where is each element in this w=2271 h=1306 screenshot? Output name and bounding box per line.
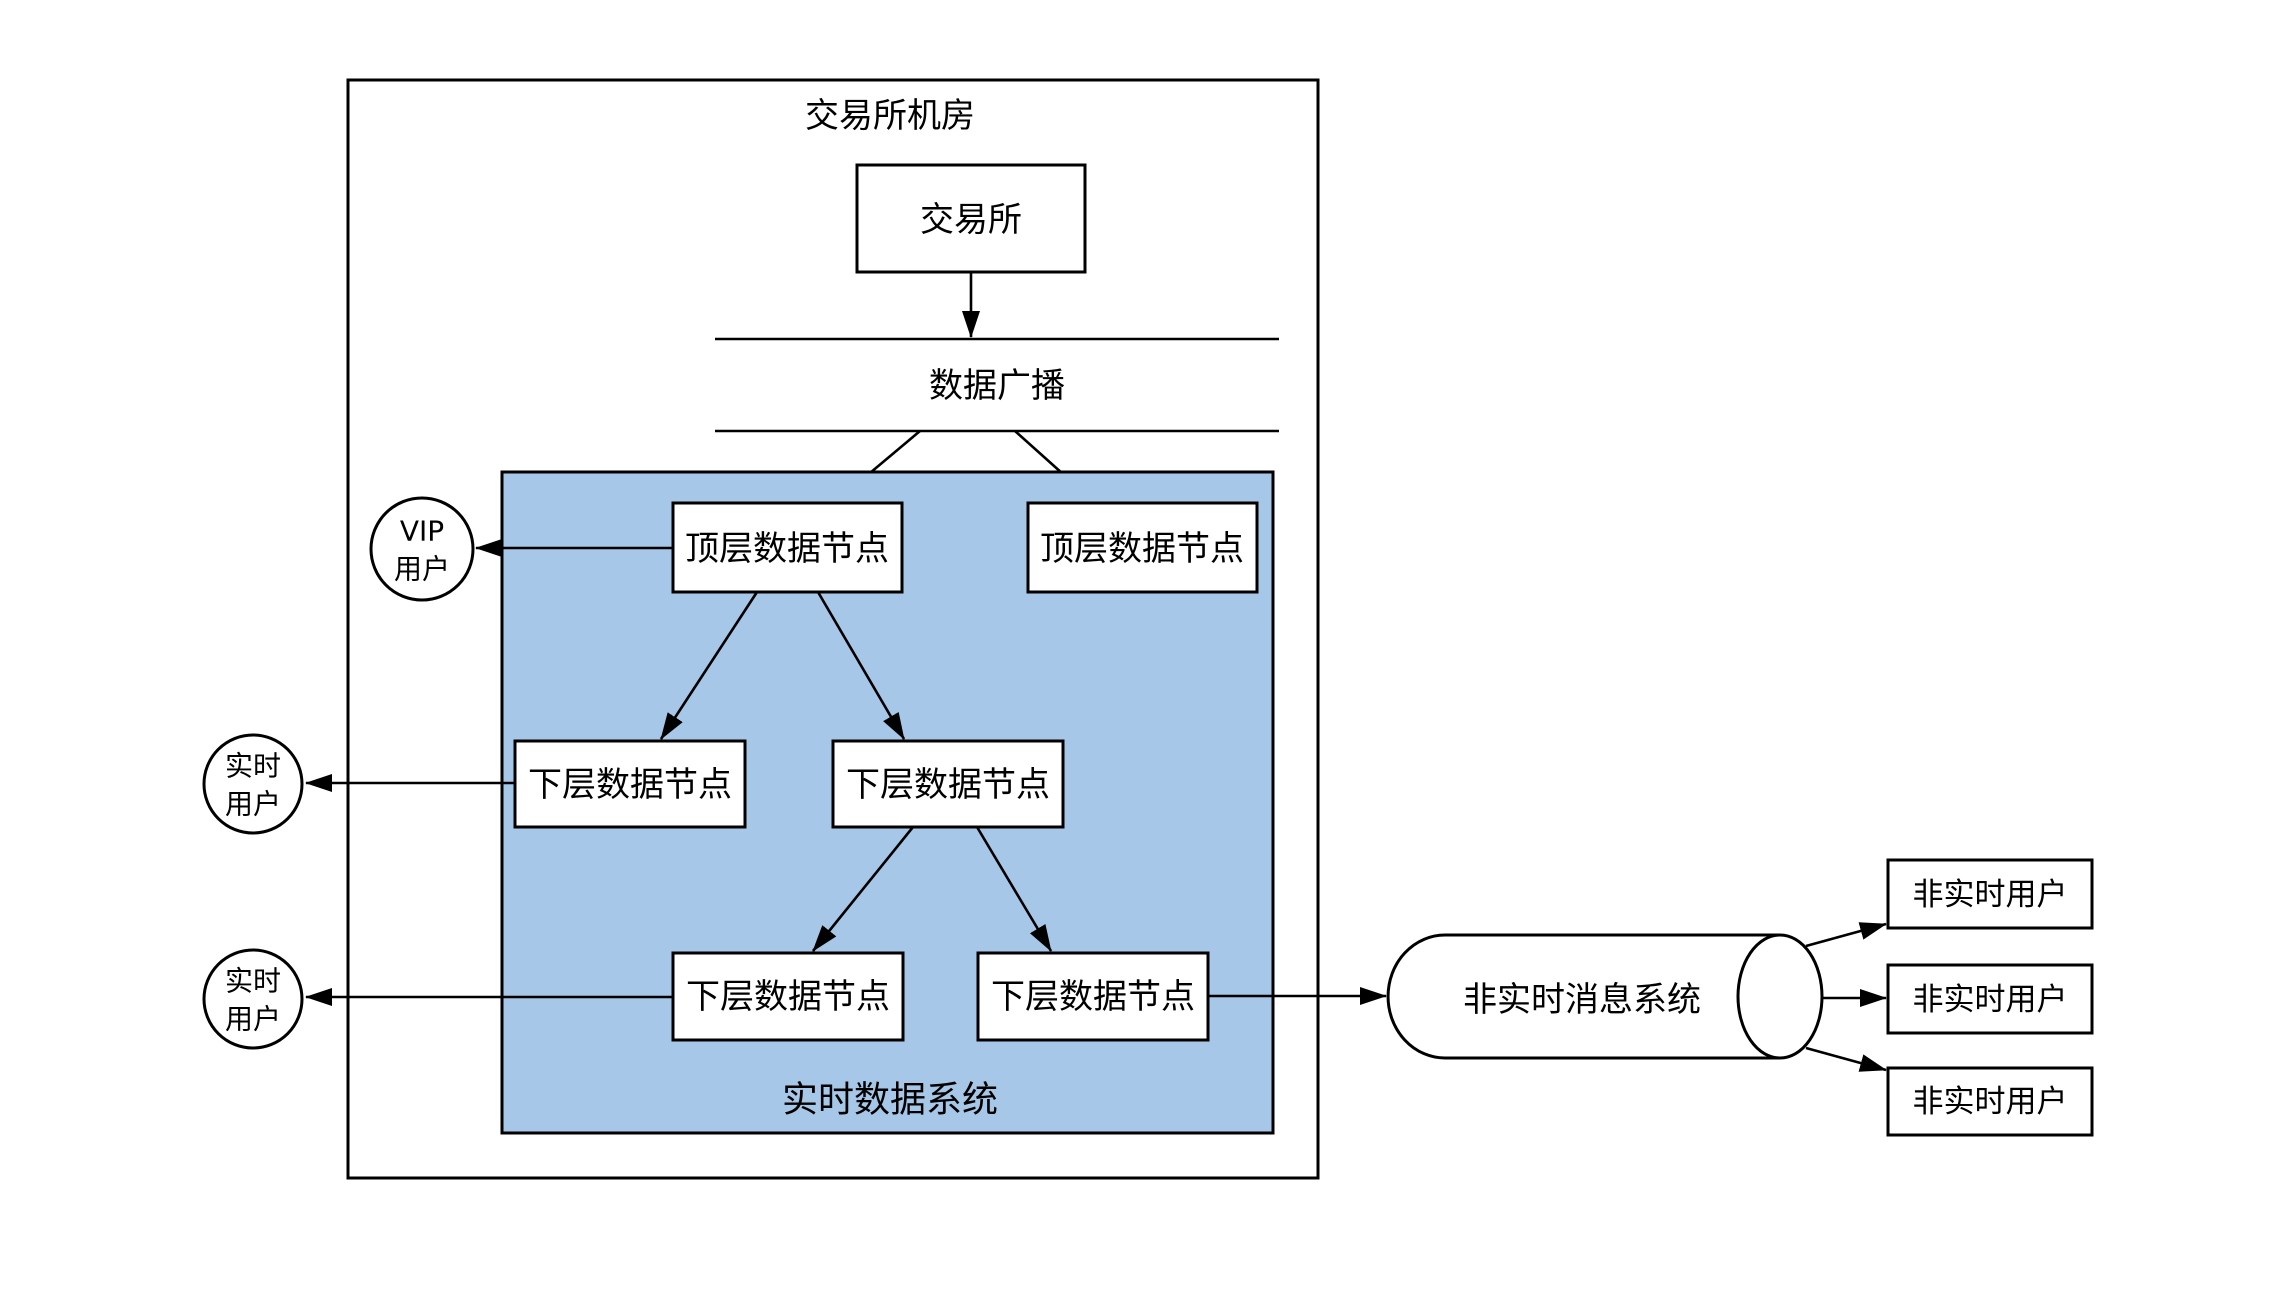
offline-user-box-3 bbox=[1886, 1066, 2094, 1137]
top-data-node-1-label: 顶层数据节点 bbox=[685, 529, 889, 569]
lower-data-node-4 bbox=[976, 951, 1210, 1042]
message-queue-cylinder-cap bbox=[1736, 933, 1824, 1060]
offline-user-box-3-label: 非实时用户 bbox=[1913, 1084, 2068, 1120]
arrow-top1-to-mid2 bbox=[816, 591, 906, 740]
realtime-user-2-line2: 用户 bbox=[225, 1003, 281, 1036]
lower-data-node-1-label: 下层数据节点 bbox=[528, 765, 732, 805]
exchange-room-title: 交易所机房 bbox=[805, 96, 975, 136]
arrow-top1-to-mid1 bbox=[659, 591, 759, 740]
realtime-user-1-line2: 用户 bbox=[225, 788, 281, 821]
offline-user-box-2-label: 非实时用户 bbox=[1913, 982, 2068, 1018]
lower-data-node-2 bbox=[831, 739, 1065, 829]
realtime-system-label: 实时数据系统 bbox=[782, 1080, 998, 1121]
arrow-mid2-to-bottom1 bbox=[811, 826, 915, 952]
vip-user-line2: 用户 bbox=[394, 553, 450, 586]
message-queue-label: 非实时消息系统 bbox=[1463, 980, 1701, 1020]
arrow-mid2-to-bottom2 bbox=[975, 826, 1053, 952]
realtime-user-circle-1 bbox=[202, 733, 304, 835]
arrow-queue-to-offline-user-3 bbox=[1805, 1046, 1887, 1072]
vip-user-line1: VIP bbox=[400, 515, 444, 548]
top-data-node-2-label: 顶层数据节点 bbox=[1040, 529, 1244, 569]
realtime-user-1-line1: 实时 bbox=[225, 750, 281, 783]
top-data-node-2 bbox=[1026, 501, 1259, 594]
offline-user-box-1-label: 非实时用户 bbox=[1913, 877, 2068, 913]
lower-data-node-2-label: 下层数据节点 bbox=[846, 765, 1050, 805]
offline-user-box-2 bbox=[1886, 963, 2094, 1035]
vip-user-circle bbox=[369, 496, 475, 602]
exchange-node bbox=[855, 163, 1087, 274]
lower-data-node-1 bbox=[513, 739, 747, 829]
realtime-user-circle-2 bbox=[202, 948, 304, 1050]
lower-data-node-4-label: 下层数据节点 bbox=[991, 977, 1195, 1017]
exchange-node-label: 交易所 bbox=[920, 200, 1022, 240]
top-data-node-1 bbox=[671, 501, 904, 594]
arrow-queue-to-offline-user-1 bbox=[1805, 922, 1887, 948]
broadcast-label: 数据广播 bbox=[929, 366, 1065, 406]
lower-data-node-3-label: 下层数据节点 bbox=[686, 977, 890, 1017]
realtime-user-2-line1: 实时 bbox=[225, 965, 281, 998]
lower-data-node-3 bbox=[671, 951, 905, 1042]
offline-user-box-1 bbox=[1886, 858, 2094, 930]
message-queue-cylinder-body bbox=[1386, 933, 1780, 1060]
